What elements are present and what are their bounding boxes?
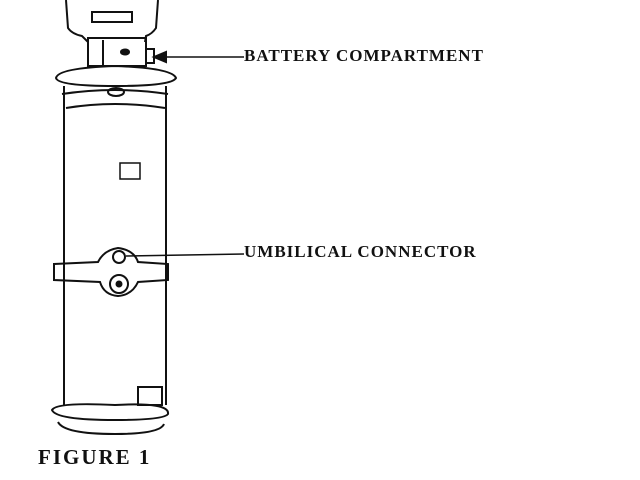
top-fastener bbox=[107, 87, 125, 97]
figure-caption: FIGURE 1 bbox=[38, 445, 152, 469]
lower-connector-center bbox=[115, 280, 123, 288]
collar-screw bbox=[120, 48, 130, 56]
top-flange bbox=[54, 64, 178, 88]
battery-compartment bbox=[87, 37, 147, 67]
arrow-icon bbox=[151, 50, 167, 64]
body-label-plate bbox=[119, 162, 141, 180]
umbilical-leader-line bbox=[125, 253, 245, 257]
bottom-flange bbox=[50, 403, 169, 422]
lower-connector bbox=[109, 274, 129, 294]
bottom-flange-lip bbox=[57, 421, 165, 436]
head-window bbox=[91, 11, 133, 23]
head-outline bbox=[65, 0, 89, 43]
umbilical-connector-label: UMBILICAL CONNECTOR bbox=[244, 242, 477, 261]
umbilical-connector bbox=[112, 250, 126, 264]
battery-compartment-label: BATTERY COMPARTMENT bbox=[244, 46, 484, 65]
battery-latch bbox=[145, 48, 155, 64]
head-outline-right bbox=[144, 0, 159, 43]
connector-band bbox=[53, 246, 169, 298]
flange-lower-edge bbox=[61, 89, 169, 95]
bottom-tab bbox=[137, 386, 163, 406]
body-top-edge bbox=[65, 103, 166, 109]
